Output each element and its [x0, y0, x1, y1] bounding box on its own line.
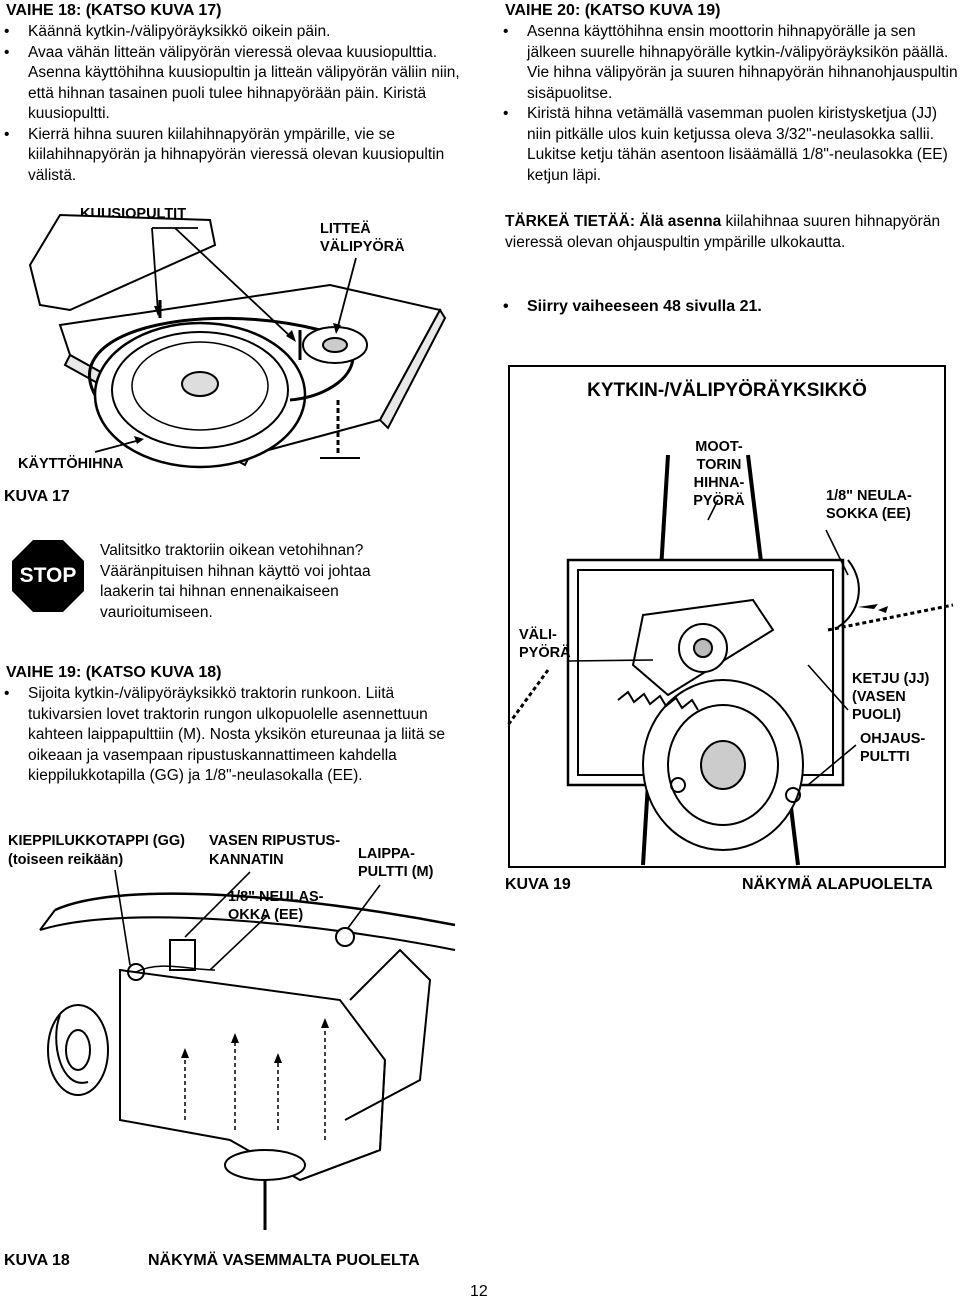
label-drive-belt: KÄYTTÖHIHNA: [18, 456, 124, 472]
important-lead: TÄRKEÄ TIETÄÄ:: [505, 213, 636, 230]
label-hairpin-pin: KIEPPILUKKOTAPPI (GG): [8, 833, 185, 849]
label-guide-bolt: OHJAUS- PULTTI: [860, 730, 925, 766]
label-flange-bolt: LAIPPA-: [358, 846, 415, 862]
figure-17-caption: KUVA 17: [4, 488, 70, 505]
list-item: Sijoita kytkin-/välipyöräyksikkö traktor…: [0, 684, 460, 787]
step19-heading: VAIHE 19: (KATSO KUVA 18): [6, 664, 222, 681]
figure-19-frame: [508, 365, 946, 868]
label-flange-bolt-2: PULTTI (M): [358, 864, 434, 880]
goto-step-48: Siirry vaiheeseen 48 sivulla 21.: [499, 298, 762, 316]
step20-list: Asenna käyttöhihna ensin moottorin hihna…: [499, 22, 959, 186]
label-engine-pulley: MOOT- TORIN HIHNA- PYÖRÄ: [688, 438, 750, 510]
figure-18-view: NÄKYMÄ VASEMMALTA PUOLELTA: [148, 1252, 420, 1269]
chain-line: (VASEN: [852, 689, 906, 705]
step20-heading: VAIHE 20: (KATSO KUVA 19): [505, 2, 721, 19]
stop-octagon-icon: [12, 540, 84, 612]
page-number: 12: [470, 1283, 488, 1300]
label-flat-idler: LITTEÄ VÄLIPYÖRÄ: [320, 221, 405, 255]
figure-19-view: NÄKYMÄ ALAPUOLELTA: [742, 876, 933, 893]
important-text: kiilahihnaa suuren hihnapyörän vieressä …: [505, 213, 941, 251]
guide-line: OHJAUS-: [860, 731, 926, 747]
label-hairpin-pin-note: (toiseen reikään): [8, 852, 124, 868]
chain-line: KETJU (JJ): [852, 671, 930, 687]
goto-list: Siirry vaiheeseen 48 sivulla 21.: [499, 298, 762, 316]
stop-sign: STOP: [12, 540, 84, 612]
engine-pulley-line: HIHNA-: [693, 475, 745, 491]
step18-heading: VAIHE 18: (KATSO KUVA 17): [6, 2, 222, 19]
list-item: Kierrä hihna suuren kiilahihnapyörän ymp…: [0, 125, 462, 187]
figure-18-drawing: [39, 869, 456, 1230]
cotter-line: SOKKA (EE): [826, 506, 911, 522]
figure-19-caption: KUVA 19: [505, 876, 571, 893]
engine-pulley-line: MOOT-: [695, 439, 743, 455]
label-left-bracket: VASEN RIPUSTUS-: [209, 833, 341, 849]
figure-17-drawing: [28, 213, 447, 469]
chain-line: PUOLI): [852, 707, 902, 723]
stop-warning-text: Valitsitko traktoriin oikean vetohihnan?…: [100, 542, 371, 621]
step19-list: Sijoita kytkin-/välipyöräyksikkö traktor…: [0, 684, 460, 787]
figure-19-drawing: [506, 454, 954, 866]
idler-line: PYÖRÄ: [519, 645, 571, 661]
list-item: Asenna käyttöhihna ensin moottorin hihna…: [499, 22, 959, 104]
engine-pulley-line: TORIN: [696, 457, 742, 473]
stop-sign-text: STOP: [19, 564, 77, 587]
label-chain-jj: KETJU (JJ) (VASEN PUOLI): [852, 670, 929, 724]
label-idler: VÄLI- PYÖRÄ: [519, 626, 571, 662]
step18-list: Käännä kytkin-/välipyöräyksikkö oikein p…: [0, 22, 462, 186]
label-cotter-ee: 1/8" NEULA- SOKKA (EE): [826, 487, 912, 523]
list-item: Avaa vähän litteän välipyörän vieressä o…: [0, 43, 462, 125]
list-item: Käännä kytkin-/välipyöräyksikkö oikein p…: [0, 22, 462, 43]
idler-line: VÄLI-: [519, 627, 557, 643]
important-note: TÄRKEÄ TIETÄÄ: Älä asenna kiilahihnaa su…: [505, 212, 955, 253]
guide-line: PULTTI: [860, 749, 910, 765]
figure-19-title: KYTKIN-/VÄLIPYÖRÄYKSIKKÖ: [587, 380, 867, 401]
label-cotter-pin-2: OKKA (EE): [228, 907, 304, 923]
figure-18-caption: KUVA 18: [4, 1252, 70, 1269]
cotter-line: 1/8" NEULA-: [826, 488, 912, 504]
list-item: Kiristä hihna vetämällä vasemman puolen …: [499, 104, 959, 186]
label-left-bracket-2: KANNATIN: [209, 852, 284, 868]
engine-pulley-line: PYÖRÄ: [693, 493, 745, 509]
important-emphasis: Älä asenna: [639, 213, 722, 230]
